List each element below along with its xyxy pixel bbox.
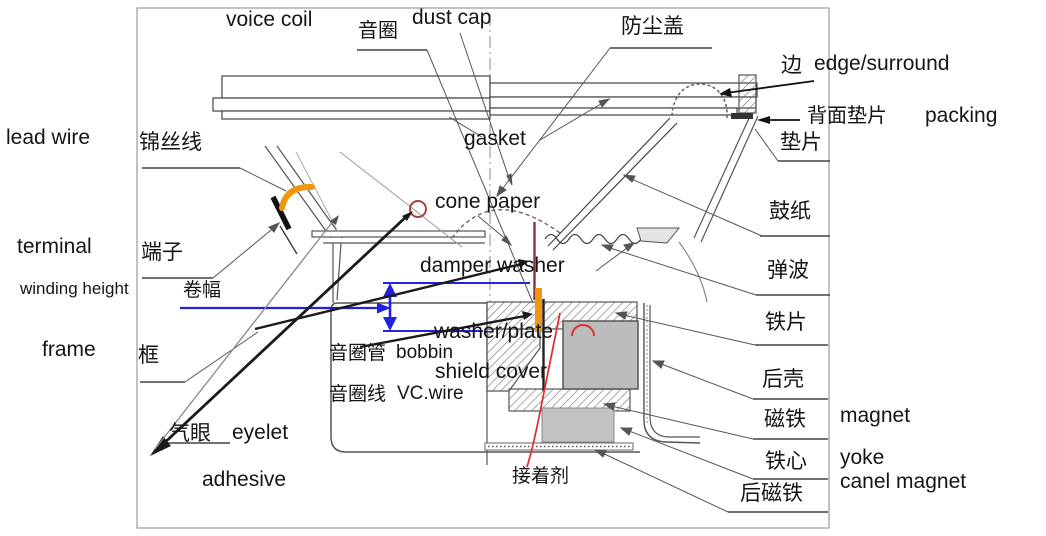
label-adhesive-cn: 接着剂: [512, 466, 570, 487]
voice-coil-shape: [535, 288, 542, 332]
label-yoke: yoke: [840, 446, 885, 469]
edge-surround-shape: [671, 83, 728, 118]
pointer-arrows: [150, 80, 815, 456]
label-terminal: terminal: [17, 235, 92, 258]
drawing-border: [136, 7, 830, 529]
label-yoke-cn: 铁心: [765, 450, 807, 473]
label-terminal-cn: 端子: [141, 241, 183, 264]
label-vc-wire-cn: 音圈线: [329, 384, 387, 405]
label-voice-coil-cn: 音圈: [358, 20, 398, 42]
adhesive-leader-line: [526, 312, 561, 468]
label-dust-cap-cn: 防尘盖: [621, 15, 684, 38]
label-eyelet: eyelet: [232, 421, 289, 444]
label-washer-plate: washer/plate: [434, 320, 554, 343]
damper-seat-shape: [636, 227, 681, 244]
frame-shape: [264, 115, 759, 453]
label-bobbin: bobbin: [396, 342, 454, 363]
label-adhesive: adhesive: [202, 468, 287, 491]
damper-spider-shape: [544, 233, 642, 245]
label-packing-cn: 背面垫片: [807, 105, 887, 127]
label-edge-surround: edge/surround: [814, 52, 950, 75]
label-lead-wire: lead wire: [6, 126, 91, 149]
label-cone-paper: cone paper: [435, 190, 541, 213]
terminal-shape: [270, 195, 292, 231]
label-back-shell-cn: 后壳: [762, 368, 804, 391]
yoke-plate-shape: [484, 442, 634, 451]
packing-shape: [738, 74, 757, 114]
label-edge-cn: 边: [781, 54, 802, 77]
label-shield-cover: shield cover: [435, 360, 548, 383]
label-vc-wire: VC.wire: [397, 383, 464, 404]
label-lead-wire-cn: 锦丝线: [139, 131, 202, 154]
label-gasket: gasket: [464, 127, 526, 150]
dust-cap-shape: [451, 209, 561, 239]
leader-lines: [184, 32, 779, 513]
cone-paper-shape: [547, 117, 678, 251]
label-cone-cn: 鼓纸: [769, 200, 811, 223]
shield-cover-shape: [643, 303, 701, 444]
label-frame-cn: 框: [138, 344, 159, 367]
spacer-shape: [731, 113, 753, 119]
lead-wire-shape: [279, 183, 315, 211]
eyelet-circle: [409, 200, 427, 218]
magnet-shape: [562, 320, 639, 390]
label-rear-magnet-cn: 后磁铁: [740, 482, 803, 505]
label-frame: frame: [42, 338, 96, 361]
label-canel-magnet: canel magnet: [840, 470, 967, 493]
label-spacer-cn: 垫片: [780, 131, 822, 154]
rear-magnet-shape: [541, 407, 615, 443]
label-magnet-cn: 磁铁: [764, 408, 806, 431]
label-bobbin-cn: 音圈管: [329, 343, 387, 364]
label-dust-cap: dust cap: [412, 6, 492, 29]
label-winding-height-cn: 卷幅: [183, 280, 222, 301]
adhesive-ring-mark: [571, 324, 595, 337]
label-washer-cn: 铁片: [765, 311, 807, 334]
label-damper-cn: 弹波: [767, 259, 809, 282]
label-underlines: [140, 47, 830, 513]
label-winding-height: winding height: [20, 279, 129, 298]
label-damper-washer: damper washer: [420, 254, 565, 277]
label-eyelet-cn: 气眼: [169, 422, 211, 445]
gasket-stack: [212, 75, 758, 120]
terminal-pin-shape: [279, 225, 298, 255]
label-voice-coil: voice coil: [226, 8, 313, 31]
label-packing: packing: [925, 104, 998, 127]
winding-height-dimension: [180, 282, 530, 332]
label-magnet: magnet: [840, 404, 911, 427]
